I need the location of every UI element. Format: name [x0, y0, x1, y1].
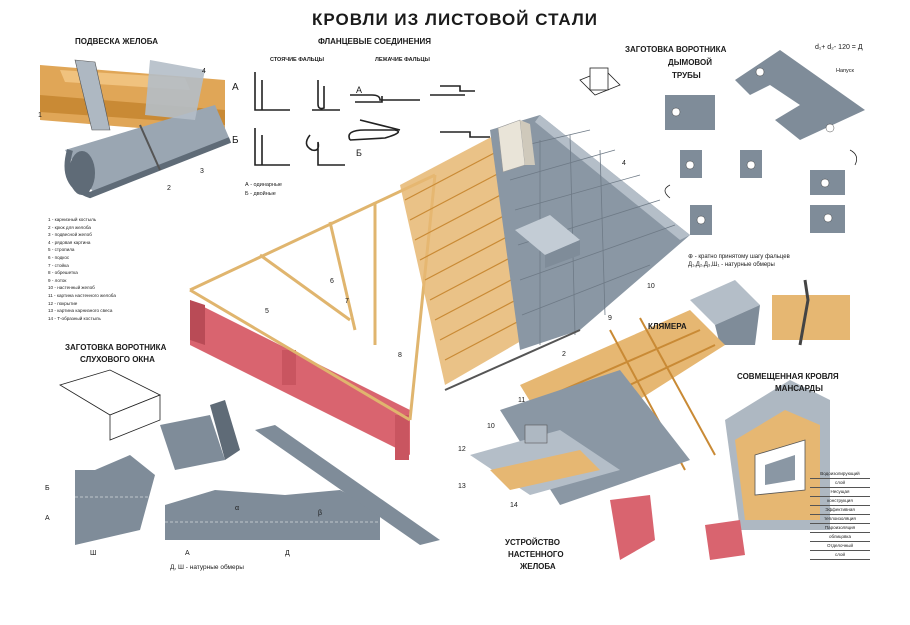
seam-label-b: Б: [232, 135, 239, 146]
seam-caption-b: Б - двойные: [245, 191, 276, 197]
legend-item: 8 - обрешетка: [48, 270, 78, 276]
callout-9: 9: [608, 315, 612, 322]
page-title: КРОВЛИ ИЗ ЛИСТОВОЙ СТАЛИ: [311, 10, 599, 29]
section-chimney-collar-1: ЗАГОТОВКА ВОРОТНИКА: [625, 45, 727, 54]
callout-5: 5: [265, 308, 269, 315]
callout-2-roof: 2: [562, 351, 566, 358]
section-mansard-2: МАНСАРДЫ: [775, 384, 823, 393]
callout-4-roof: 4: [622, 160, 626, 167]
callout-11: 11: [518, 397, 526, 404]
section-chimney-collar-3: ТРУБЫ: [672, 71, 701, 80]
legend-item: 4 - рядовая картина: [48, 239, 91, 245]
mansard-layer: Эффективная: [810, 506, 870, 515]
dim-a: А: [45, 515, 50, 522]
callout-13: 13: [458, 483, 466, 490]
dim-alpha: α: [235, 505, 240, 512]
chimney-collar-drawing: [579, 50, 865, 235]
legend-item: 7 - стойка: [48, 262, 69, 268]
legend-item: 13 - картина карнизного свеса: [48, 308, 113, 314]
dim-d: Д: [285, 550, 290, 557]
section-standing-seams: СТОЯЧИЕ ФАЛЬЦЫ: [270, 57, 325, 63]
legend-item: 3 - подвесной желоб: [48, 232, 92, 238]
legend-item: 5 - стропила: [48, 247, 75, 253]
callout-1: 1: [38, 112, 42, 119]
mansard-layer: Отделочный: [810, 542, 870, 551]
legend-item: 12 - покрытие: [48, 300, 78, 306]
legend-item: 2 - крюк для желоба: [48, 224, 91, 230]
section-clamp: КЛЯМЕРА: [648, 322, 687, 331]
section-gutter-suspension: ПОДВЕСКА ЖЕЛОБА: [75, 37, 158, 46]
section-lying-seams: ЛЕЖАЧИЕ ФАЛЬЦЫ: [375, 57, 430, 63]
mansard-layer: теплоизоляция: [810, 515, 870, 524]
dim-beta: β: [318, 510, 323, 517]
legend-item: 1 - карнизный костыль: [48, 217, 97, 222]
legend-item: 14 - Т-образный костыль: [48, 315, 101, 321]
mansard-layer: Несущая: [810, 488, 870, 497]
dim-sh: Ш: [90, 550, 97, 557]
seam-label-a: А: [232, 82, 239, 93]
callout-8: 8: [398, 352, 402, 359]
callout-14: 14: [510, 502, 518, 509]
dormer-collar-drawing: [59, 369, 440, 545]
lying-seam-label-a: А: [356, 85, 363, 95]
chimney-note-2: Д₁,Д₂,Д₃,Ш₁ - натурные обмеры: [688, 262, 775, 268]
section-wall-gutter-3: ЖЕЛОБА: [520, 562, 556, 571]
callout-3: 3: [200, 168, 204, 175]
callout-2: 2: [167, 185, 171, 192]
callout-10: 10: [647, 283, 655, 290]
legend-item: 10 - настенный желоб: [48, 285, 95, 291]
mansard-layer: слой: [810, 551, 870, 560]
callout-6: 6: [330, 278, 334, 285]
callout-4: 4: [202, 68, 206, 75]
section-chimney-collar-2: ДЫМОВОЙ: [668, 58, 712, 67]
chimney-note-1: ⊕ - кратно принятому шагу фальцев: [688, 254, 790, 260]
legend-item: 11 - картина настенного желоба: [48, 292, 116, 298]
section-dormer-collar-1: ЗАГОТОВКА ВОРОТНИКА: [65, 343, 167, 352]
callout-12: 12: [458, 446, 466, 453]
lying-seam-label-b: Б: [356, 148, 362, 158]
mansard-layer: Водоизолирующий: [810, 470, 870, 479]
mansard-layer: облицовка: [810, 533, 870, 542]
mansard-layer: слой: [810, 479, 870, 488]
main-roof-drawing: [189, 115, 690, 460]
section-wall-gutter-1: УСТРОЙСТВО: [505, 538, 560, 547]
dim-a-bottom: А: [185, 550, 190, 557]
mansard-drawing: [705, 380, 830, 560]
legend-item: 6 - подкос: [48, 254, 70, 260]
dormer-note: Д, Ш - натурные обмеры: [170, 564, 244, 571]
mansard-layer: Пароизоляция: [810, 524, 870, 533]
wall-gutter-drawing: [470, 310, 725, 560]
chimney-allowance: Напуск: [836, 68, 854, 74]
legend-item: 9 - лоток: [48, 277, 67, 283]
mansard-layer-list: Водоизолирующий слой Несущая конструкция…: [810, 470, 870, 560]
legend-list: 1 - карнизный костыль 2 - крюк для желоб…: [48, 216, 116, 322]
seam-caption-a: А - одинарные: [245, 182, 282, 188]
seam-drawings: [254, 72, 490, 166]
gutter-suspension-drawing: [40, 59, 232, 199]
dim-b: Б: [45, 485, 50, 492]
clamp-drawing: [690, 279, 850, 346]
mansard-layer: конструкция: [810, 497, 870, 506]
section-dormer-collar-2: СЛУХОВОГО ОКНА: [80, 355, 155, 364]
chimney-formula: d₁+ d₂- 120 = Д: [815, 44, 863, 51]
section-flange-joints: ФЛАНЦЕВЫЕ СОЕДИНЕНИЯ: [318, 37, 432, 46]
callout-10-gutter: 10: [487, 423, 495, 430]
section-mansard-1: СОВМЕЩЕННАЯ КРОВЛЯ: [737, 372, 839, 381]
callout-7: 7: [345, 298, 349, 305]
section-wall-gutter-2: НАСТЕННОГО: [508, 550, 564, 559]
